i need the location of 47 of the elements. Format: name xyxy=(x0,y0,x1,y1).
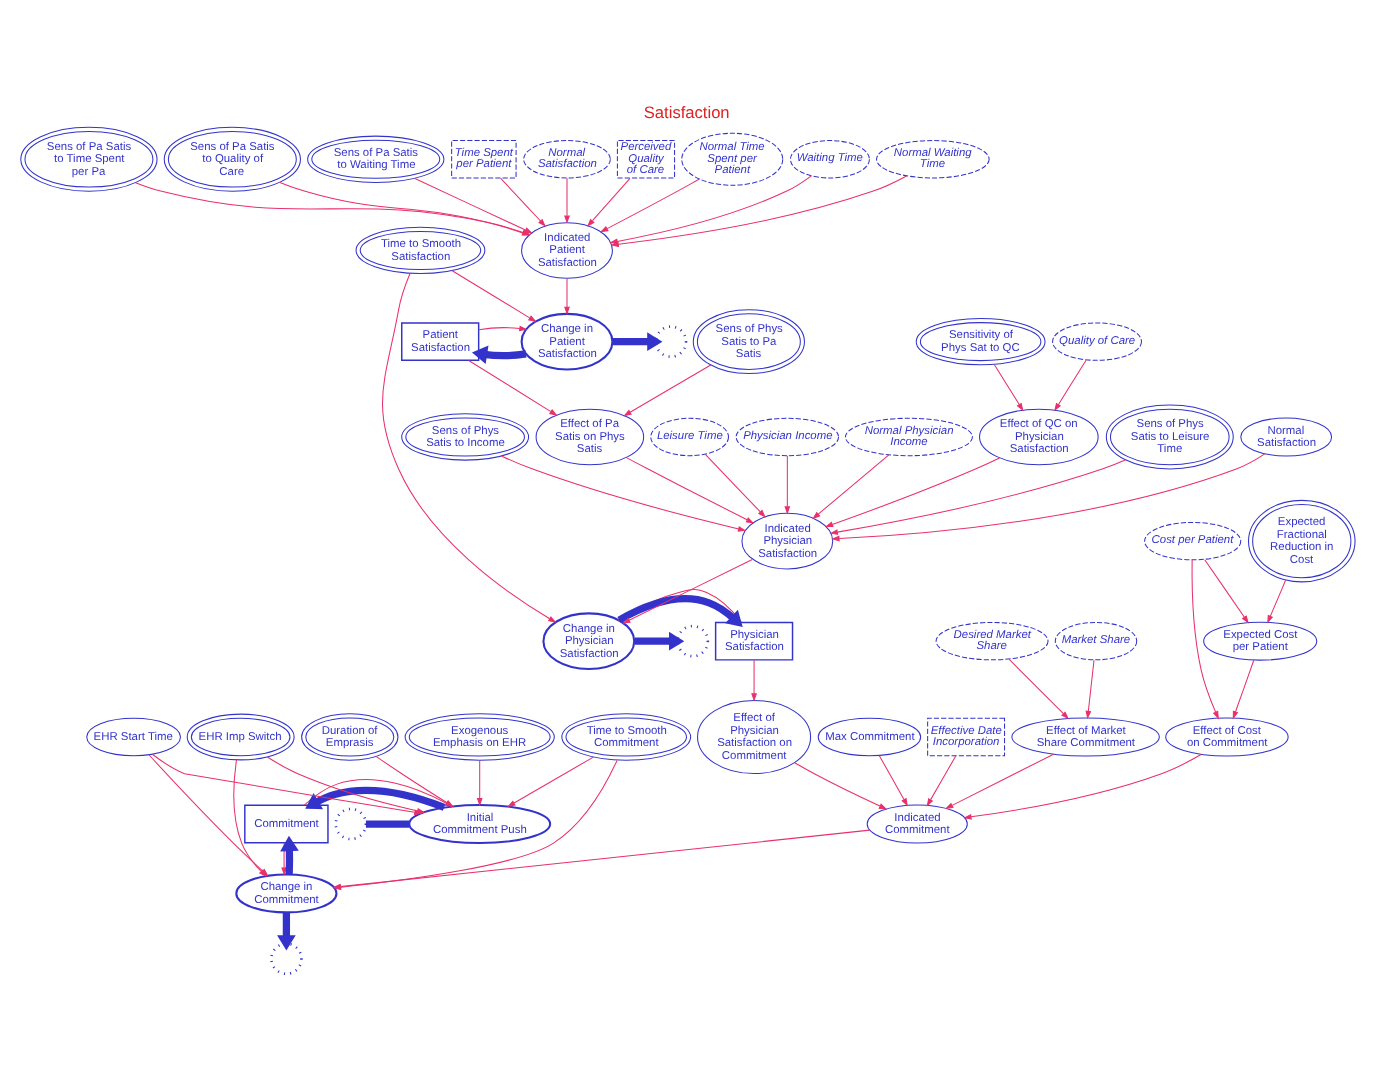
arrow xyxy=(478,325,528,332)
arrow xyxy=(501,455,747,532)
arrow xyxy=(623,364,712,417)
arrow xyxy=(564,278,570,316)
node-cloud xyxy=(270,942,303,976)
arrow xyxy=(634,631,685,651)
arrow xyxy=(612,332,663,351)
arrow xyxy=(587,177,631,227)
arrow xyxy=(751,659,757,702)
arrow xyxy=(277,912,296,951)
arrow xyxy=(1191,559,1219,720)
connector xyxy=(365,820,410,828)
arrow xyxy=(878,755,908,807)
arrow xyxy=(926,755,957,807)
arrow xyxy=(625,457,755,524)
arrow xyxy=(1054,359,1087,412)
arrow xyxy=(1232,659,1255,720)
node-cloud xyxy=(334,807,368,841)
arrow xyxy=(599,178,700,233)
arrow xyxy=(1267,579,1287,624)
arrow xyxy=(476,759,483,807)
arrow xyxy=(784,455,791,515)
arrow xyxy=(382,273,557,623)
node-cloud xyxy=(676,624,710,658)
node-cloud xyxy=(654,325,688,358)
arrow xyxy=(812,454,890,520)
arrow xyxy=(1008,658,1070,720)
arrow xyxy=(468,359,558,416)
arrow xyxy=(829,459,1126,535)
arrow xyxy=(451,270,537,323)
arrow xyxy=(281,842,288,876)
arrow xyxy=(963,754,1202,820)
arrow xyxy=(831,453,1266,542)
arrow xyxy=(500,177,546,227)
diagram-title: Satisfaction xyxy=(643,101,730,122)
arrow xyxy=(1204,559,1249,624)
arrow xyxy=(471,345,527,365)
arrow xyxy=(704,453,766,518)
arrow xyxy=(507,756,594,808)
arrow xyxy=(794,762,888,810)
arrow xyxy=(280,835,299,875)
arrow xyxy=(993,364,1024,412)
arrow xyxy=(564,177,570,224)
arrow xyxy=(1085,659,1095,720)
arrow xyxy=(944,753,1055,809)
arrow xyxy=(824,457,1001,528)
arrow xyxy=(305,786,446,811)
